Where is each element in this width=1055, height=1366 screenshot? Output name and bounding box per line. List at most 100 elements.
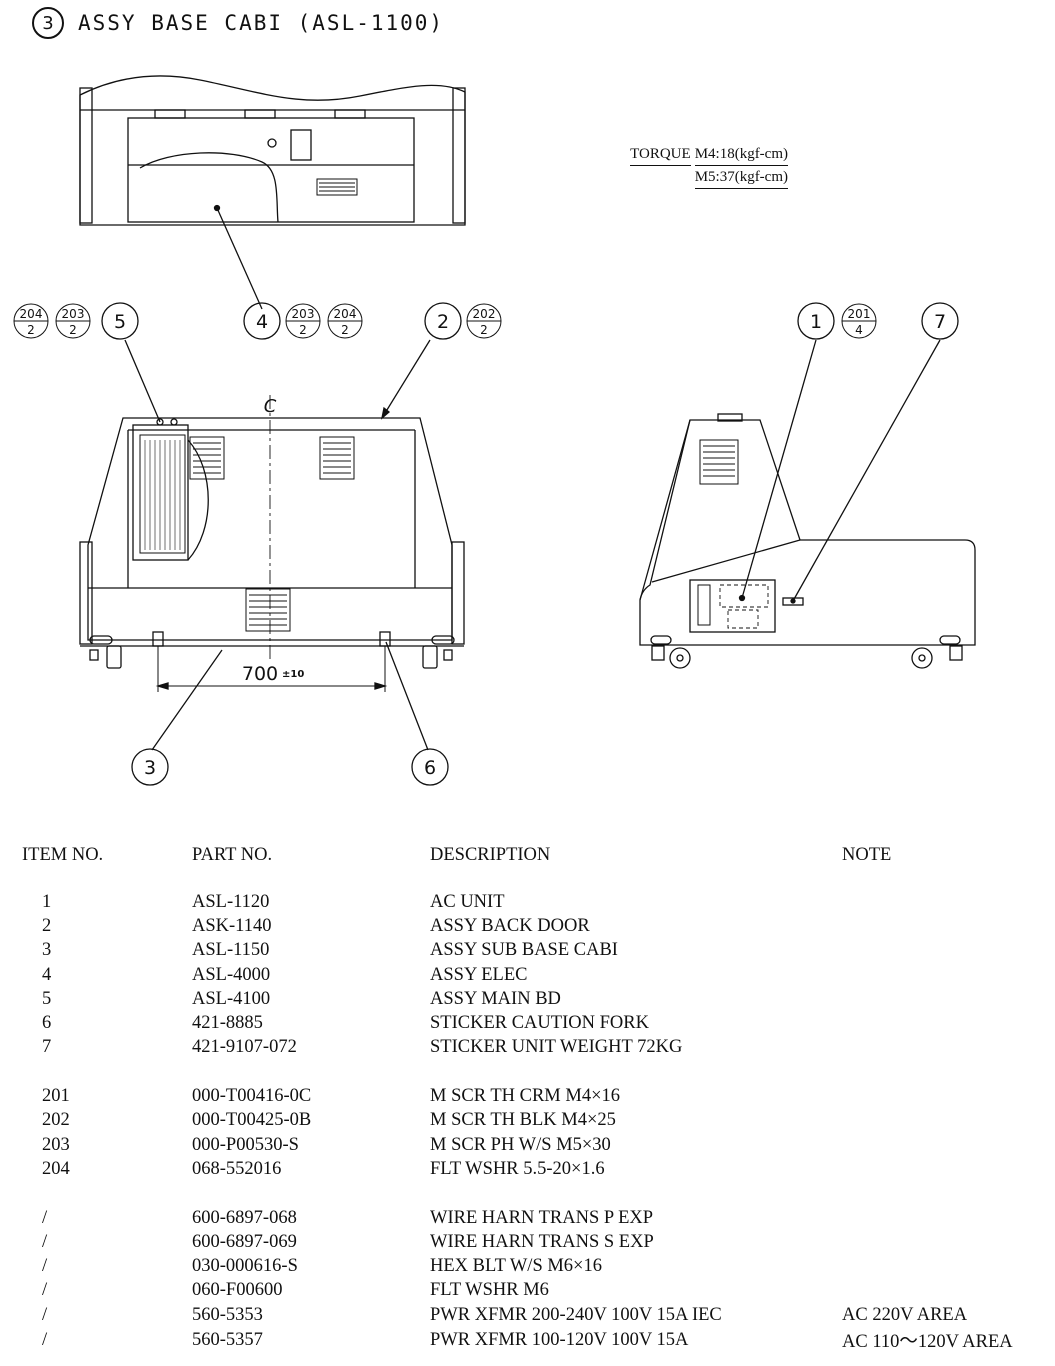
svg-text:1: 1 bbox=[810, 311, 822, 333]
leader-6 bbox=[385, 641, 429, 751]
part-no-cell: 068-552016 bbox=[192, 1158, 282, 1179]
item-no-cell: / bbox=[42, 1280, 48, 1301]
title-text: ASSY BASE CABI (ASL-1100) bbox=[78, 11, 445, 35]
torque-m5: M5:37(kgf-cm) bbox=[694, 166, 788, 189]
leader-7 bbox=[792, 339, 941, 602]
svg-text:6: 6 bbox=[424, 757, 436, 779]
top-vent bbox=[316, 178, 358, 196]
callout-7: 7 bbox=[921, 302, 959, 340]
svg-text:204: 204 bbox=[20, 307, 43, 321]
leader-4 bbox=[216, 207, 263, 310]
svg-text:5: 5 bbox=[114, 311, 126, 333]
header-note: NOTE bbox=[842, 844, 892, 865]
description-cell: STICKER UNIT WEIGHT 72KG bbox=[430, 1037, 683, 1058]
table-row: 3 ASL-1150 ASSY SUB BASE CABI bbox=[22, 939, 1047, 963]
ac-unit-panel bbox=[689, 579, 776, 633]
item-no-cell: 2 bbox=[42, 915, 52, 936]
part-no-cell: 560-5353 bbox=[192, 1304, 263, 1325]
description-cell: AC UNIT bbox=[430, 891, 505, 912]
part-no-cell: 560-5357 bbox=[192, 1329, 263, 1350]
svg-text:2: 2 bbox=[480, 323, 488, 337]
item-no-cell: 5 bbox=[42, 988, 52, 1009]
note-cell: AC 220V AREA bbox=[842, 1304, 968, 1325]
part-no-cell: ASL-1120 bbox=[192, 891, 270, 912]
note-cell: AC 110〜120V AREA bbox=[842, 1332, 1013, 1353]
item-no-cell: 201 bbox=[42, 1086, 70, 1107]
table-row: 6 421-8885 STICKER CAUTION FORK bbox=[22, 1011, 1047, 1035]
description-cell: WIRE HARN TRANS P EXP bbox=[430, 1207, 654, 1228]
part-no-cell: ASL-4100 bbox=[192, 988, 271, 1009]
item-no-cell: 6 bbox=[42, 1013, 52, 1034]
torque-line-1: TORQUE M4:18(kgf-cm) bbox=[608, 143, 788, 166]
svg-text:2: 2 bbox=[299, 323, 307, 337]
callout-5: 5 bbox=[101, 302, 139, 340]
dimension-value: 700 bbox=[242, 663, 278, 685]
part-no-cell: 000-T00425-0B bbox=[192, 1110, 312, 1131]
callout-fraction-203-center: 203 2 bbox=[285, 303, 321, 339]
callout-3: 3 bbox=[131, 748, 169, 786]
leader-3 bbox=[151, 649, 223, 751]
table-row: 1 ASL-1120 AC UNIT bbox=[22, 890, 1047, 914]
item-no-cell: / bbox=[42, 1256, 48, 1277]
page-title: 3 ASSY BASE CABI (ASL-1100) bbox=[32, 6, 444, 40]
parts-header: ITEM NO. PART NO. DESCRIPTION NOTE bbox=[22, 842, 1047, 868]
description-cell: PWR XFMR 100-120V 100V 15A bbox=[430, 1329, 689, 1350]
dimension-tolerance: ±10 bbox=[282, 669, 304, 680]
description-cell: ASSY SUB BASE CABI bbox=[430, 940, 618, 961]
leader-5 bbox=[124, 339, 161, 423]
item-no-cell: / bbox=[42, 1207, 48, 1228]
table-row: / 560-5353 PWR XFMR 200-240V 100V 15A IEC A… bbox=[22, 1303, 1047, 1327]
part-no-cell: ASL-4000 bbox=[192, 964, 271, 985]
svg-text:4: 4 bbox=[256, 311, 268, 333]
torque-m4: M4:18(kgf-cm) bbox=[694, 143, 788, 166]
side-vent bbox=[699, 439, 739, 485]
item-no-cell: / bbox=[42, 1304, 48, 1325]
front-vent-bottom bbox=[245, 588, 291, 632]
callout-6: 6 bbox=[411, 748, 449, 786]
torque-line-2: M5:37(kgf-cm) bbox=[608, 166, 788, 189]
item-no-cell: 203 bbox=[42, 1134, 70, 1155]
section-number-badge: 3 bbox=[32, 7, 64, 39]
part-no-cell: 600-6897-069 bbox=[192, 1231, 297, 1252]
assembly-drawing: C 700 ±10 bbox=[13, 75, 976, 786]
callout-2: 2 bbox=[424, 302, 462, 340]
item-no-cell: 1 bbox=[42, 891, 52, 912]
front-panel-grille bbox=[144, 440, 181, 550]
top-view bbox=[79, 75, 466, 226]
svg-text:203: 203 bbox=[62, 307, 85, 321]
part-no-cell: 421-8885 bbox=[192, 1013, 263, 1034]
front-vent-left bbox=[189, 436, 225, 480]
description-cell: M SCR TH BLK M4×25 bbox=[430, 1110, 616, 1131]
leader-1 bbox=[741, 339, 817, 599]
centerline-mark: C bbox=[264, 396, 277, 417]
svg-text:2: 2 bbox=[437, 311, 449, 333]
description-cell: STICKER CAUTION FORK bbox=[430, 1013, 649, 1034]
callout-fraction-201: 201 4 bbox=[841, 303, 877, 339]
description-cell: PWR XFMR 200-240V 100V 15A IEC bbox=[430, 1304, 722, 1325]
svg-text:3: 3 bbox=[144, 757, 156, 779]
leader-2 bbox=[381, 339, 431, 419]
description-cell: FLT WSHR M6 bbox=[430, 1280, 549, 1301]
part-no-cell: ASL-1150 bbox=[192, 940, 270, 961]
svg-text:203: 203 bbox=[292, 307, 315, 321]
description-cell: ASSY ELEC bbox=[430, 964, 528, 985]
svg-text:202: 202 bbox=[473, 307, 496, 321]
side-view bbox=[639, 413, 976, 669]
item-no-cell: 3 bbox=[42, 940, 52, 961]
svg-text:2: 2 bbox=[27, 323, 35, 337]
item-no-cell: 202 bbox=[42, 1110, 70, 1131]
